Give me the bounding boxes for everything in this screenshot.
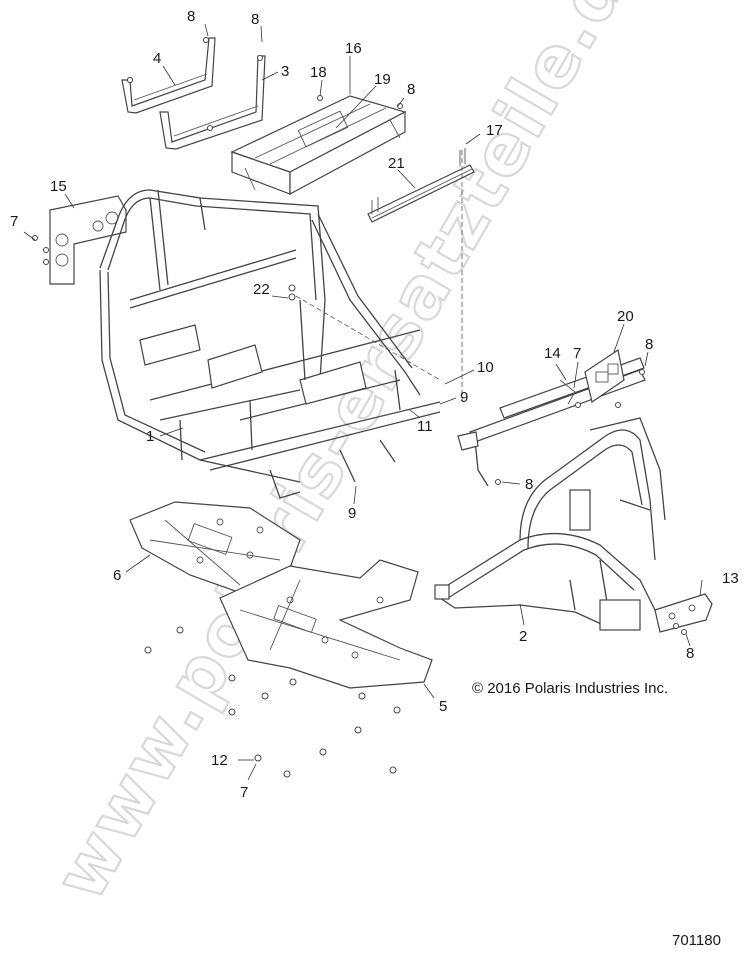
- callout-9: 9: [460, 389, 468, 406]
- callout-7: 7: [573, 345, 581, 362]
- callout-labels: 8 8 4 3 16 18 19 8 17 21 15 7 22 20 8 14…: [10, 8, 739, 801]
- callout-3: 3: [281, 63, 289, 80]
- callout-4: 4: [153, 50, 161, 67]
- callout-12: 12: [211, 752, 228, 769]
- callout-13: 13: [722, 570, 739, 587]
- part-3-bracket: [159, 55, 266, 150]
- callout-19: 19: [374, 71, 391, 88]
- callout-14: 14: [544, 345, 561, 362]
- callout-8: 8: [251, 11, 259, 28]
- callout-6: 6: [113, 567, 121, 584]
- callout-20: 20: [617, 308, 634, 325]
- callout-18: 18: [310, 64, 327, 81]
- part-13-bracket: [654, 593, 713, 635]
- callout-16: 16: [345, 40, 362, 57]
- callout-2: 2: [519, 628, 527, 645]
- part-20-rear-crossmember: [457, 349, 646, 487]
- callout-10: 10: [477, 359, 494, 376]
- part-21-bar: [367, 148, 475, 223]
- callout-7: 7: [240, 784, 248, 801]
- callout-15: 15: [50, 178, 67, 195]
- part-16-seat-base: [230, 95, 407, 196]
- part-2-rear-frame: [434, 417, 666, 631]
- part-5-skid-plate: [219, 559, 433, 689]
- callout-11: 11: [417, 418, 433, 435]
- callout-8: 8: [187, 8, 195, 25]
- callout-8: 8: [407, 81, 415, 98]
- document-number: 701180: [672, 932, 721, 949]
- callout-17: 17: [486, 122, 503, 139]
- callout-7: 7: [10, 213, 18, 230]
- part-15-plate: [43, 195, 127, 285]
- part-1-main-frame: [99, 189, 441, 499]
- callout-8: 8: [686, 645, 694, 662]
- copyright-text: © 2016 Polaris Industries Inc.: [472, 680, 668, 697]
- leader-lines: [23, 23, 703, 781]
- callout-9: 9: [348, 505, 356, 522]
- callout-1: 1: [146, 428, 154, 445]
- callout-8: 8: [525, 476, 533, 493]
- callout-5: 5: [439, 698, 447, 715]
- callout-22: 22: [253, 281, 270, 298]
- callout-8: 8: [645, 336, 653, 353]
- callout-21: 21: [388, 155, 405, 172]
